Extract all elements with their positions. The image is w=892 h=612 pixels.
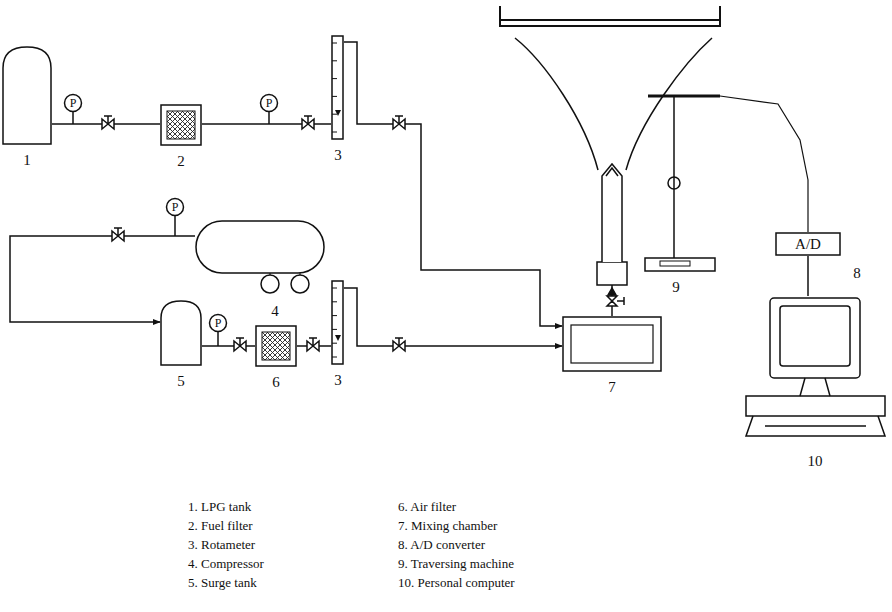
gauge-letter: P xyxy=(215,317,222,329)
component-gauge: P xyxy=(260,94,278,112)
component-outline xyxy=(160,104,202,146)
component-outline xyxy=(2,46,52,145)
callout-number: 3 xyxy=(334,148,342,163)
valve-symbol xyxy=(607,296,624,306)
component-filter: 6 xyxy=(255,325,297,367)
callout-number: 8 xyxy=(853,266,861,281)
flame-funnel xyxy=(515,38,712,170)
legend-entry: 2. Fuel filter xyxy=(188,519,253,532)
component-gauge: P xyxy=(64,94,82,112)
gauge-letter: P xyxy=(172,201,179,213)
component-rot: 3 xyxy=(331,280,344,365)
legend-entry: 3. Rotameter xyxy=(188,538,255,551)
legend-entry: 7. Mixing chamber xyxy=(398,519,497,532)
legend-entry: 5. Surge tank xyxy=(188,576,257,589)
callout-number: 2 xyxy=(177,154,185,169)
component-outline xyxy=(331,280,344,365)
burner-port xyxy=(606,168,618,176)
burner-base xyxy=(597,262,627,285)
callout-number: 6 xyxy=(272,375,280,390)
component-outline xyxy=(745,296,886,446)
component-outline xyxy=(255,325,297,367)
callout-number: 7 xyxy=(608,380,616,395)
legend-entry: 9. Traversing machine xyxy=(398,557,514,570)
valve-symbol xyxy=(102,116,405,351)
component-surge: 5 xyxy=(160,300,202,366)
pipe-line xyxy=(202,345,255,347)
flow-arrow xyxy=(608,288,616,295)
callout-number: 10 xyxy=(808,454,823,469)
pipe-line xyxy=(344,42,562,326)
signal-wire xyxy=(720,96,808,232)
burner-tube xyxy=(602,164,622,262)
component-chamber: 7 xyxy=(562,316,662,372)
top-plate xyxy=(500,6,720,26)
callout-number: 4 xyxy=(271,304,279,319)
callout-number: 9 xyxy=(672,280,680,295)
legend-entry: 8. A/D converter xyxy=(398,538,485,551)
component-trav: 9 xyxy=(640,88,720,272)
legend-entry: 4. Compressor xyxy=(188,557,264,570)
component-ad: A/D8 xyxy=(775,232,841,256)
component-outline xyxy=(160,300,202,366)
component-rot: 3 xyxy=(331,35,344,140)
component-tank: 1 xyxy=(2,46,52,145)
box-label: A/D xyxy=(795,237,821,252)
component-comp: 4 xyxy=(195,220,325,296)
legend-entry: 6. Air filter xyxy=(398,500,456,513)
pipe-line xyxy=(807,256,809,296)
callout-number: 3 xyxy=(334,373,342,388)
pipe-line xyxy=(344,288,562,346)
gauge-letter: P xyxy=(266,97,273,109)
component-outline xyxy=(640,88,720,272)
legend-entry: 10. Personal computer xyxy=(398,576,515,589)
gauge-letter: P xyxy=(70,97,77,109)
component-filter: 2 xyxy=(160,104,202,146)
pipe-line xyxy=(10,236,195,322)
component-outline xyxy=(195,220,325,296)
component-gauge: P xyxy=(209,314,227,332)
component-outline xyxy=(562,316,662,372)
callout-number: 1 xyxy=(23,153,31,168)
component-pc: 10 xyxy=(745,296,886,446)
callout-number: 5 xyxy=(177,374,185,389)
legend-entry: 1. LPG tank xyxy=(188,500,251,513)
component-gauge: P xyxy=(166,198,184,216)
component-outline xyxy=(331,35,344,140)
gauge-stem xyxy=(73,112,269,346)
